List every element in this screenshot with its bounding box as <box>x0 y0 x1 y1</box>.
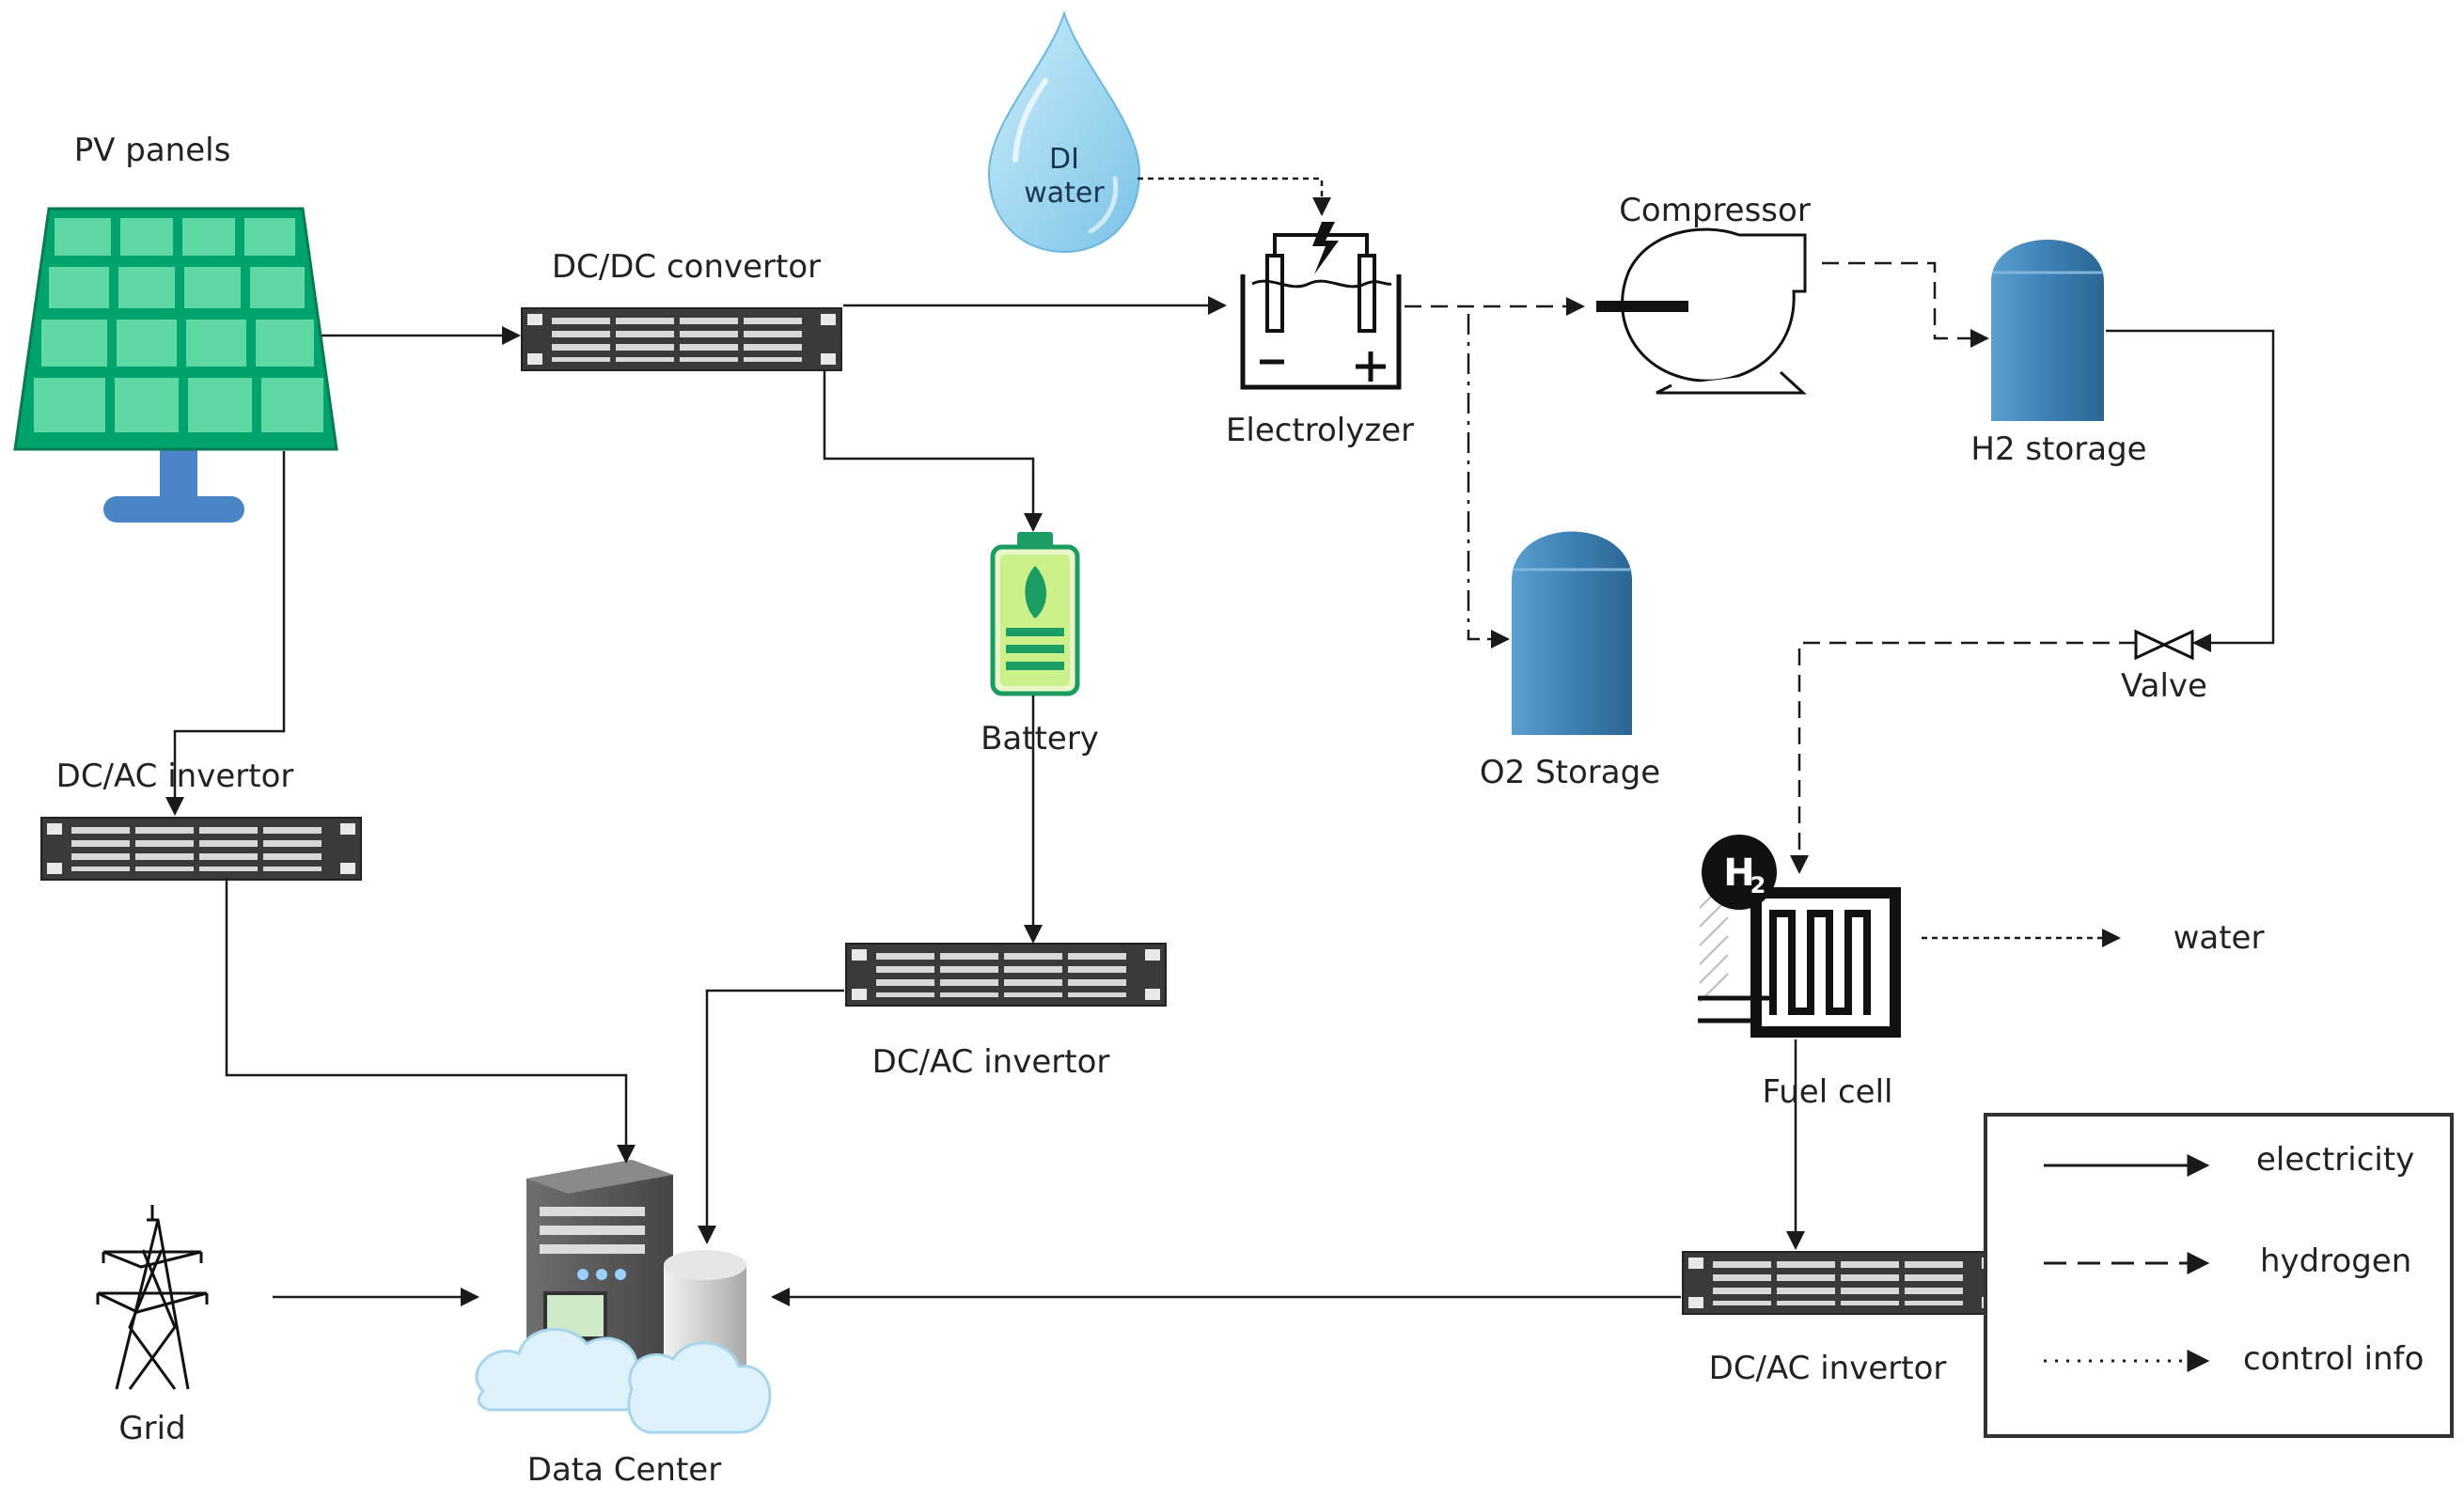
hydrogen-lines <box>1405 261 2136 874</box>
electricity-lines <box>165 296 2275 1306</box>
pv-panel-icon <box>13 207 338 523</box>
valve-label: Valve <box>2121 667 2207 705</box>
data-center-icon <box>475 1160 772 1434</box>
electrolyzer-label: Electrolyzer <box>1225 412 1415 449</box>
dcdc-convertor-icon <box>521 307 842 371</box>
dcac-invertor-middle-icon <box>845 943 1167 1007</box>
data-center-label: Data Center <box>526 1451 722 1489</box>
legend-control-info-label: control info <box>2243 1340 2425 1378</box>
fuel-cell-label: Fuel cell <box>1762 1073 1893 1111</box>
oxygen-line <box>1467 314 1510 648</box>
o2-storage-label: O2 Storage <box>1479 754 1661 791</box>
legend-electricity-label: electricity <box>2256 1141 2415 1179</box>
dcac-invertor-middle-label: DC/AC invertor <box>871 1043 1110 1081</box>
svg-text:2: 2 <box>1750 872 1766 898</box>
fuel-cell-icon: H 2 <box>1698 835 1901 1038</box>
control-info-lines <box>1138 177 2121 947</box>
battery-icon <box>990 532 1080 696</box>
dcac-invertor-left-label: DC/AC invertor <box>55 758 294 795</box>
di-water-label: DI water <box>998 143 1130 211</box>
pv-panels-label: PV panels <box>73 132 231 169</box>
water-out-label: water <box>2173 919 2265 957</box>
battery-label: Battery <box>981 720 1099 758</box>
grid-tower-icon <box>96 1205 209 1390</box>
compressor-label: Compressor <box>1619 192 1811 229</box>
h2-storage-label: H2 storage <box>1970 430 2147 468</box>
valve-icon <box>2134 629 2194 661</box>
di-water-label-line1: DI <box>1049 143 1079 176</box>
dcac-invertor-right-label: DC/AC invertor <box>1708 1350 1947 1387</box>
dcdc-convertor-label: DC/DC convertor <box>551 248 822 286</box>
compressor-icon <box>1596 227 1807 395</box>
svg-text:H: H <box>1723 852 1754 895</box>
dcac-invertor-left-icon <box>40 817 362 881</box>
dcac-invertor-right-icon <box>1682 1251 2003 1315</box>
legend-hydrogen-label: hydrogen <box>2260 1242 2412 1280</box>
o2-storage-tank-icon <box>1512 531 1632 735</box>
h2-storage-tank-icon <box>1991 240 2104 421</box>
legend <box>1984 1113 2454 1438</box>
water-drop-icon <box>987 9 1141 254</box>
grid-label: Grid <box>118 1410 186 1447</box>
di-water-label-line2: water <box>1024 177 1105 210</box>
electrolyzer-icon <box>1240 222 1402 390</box>
